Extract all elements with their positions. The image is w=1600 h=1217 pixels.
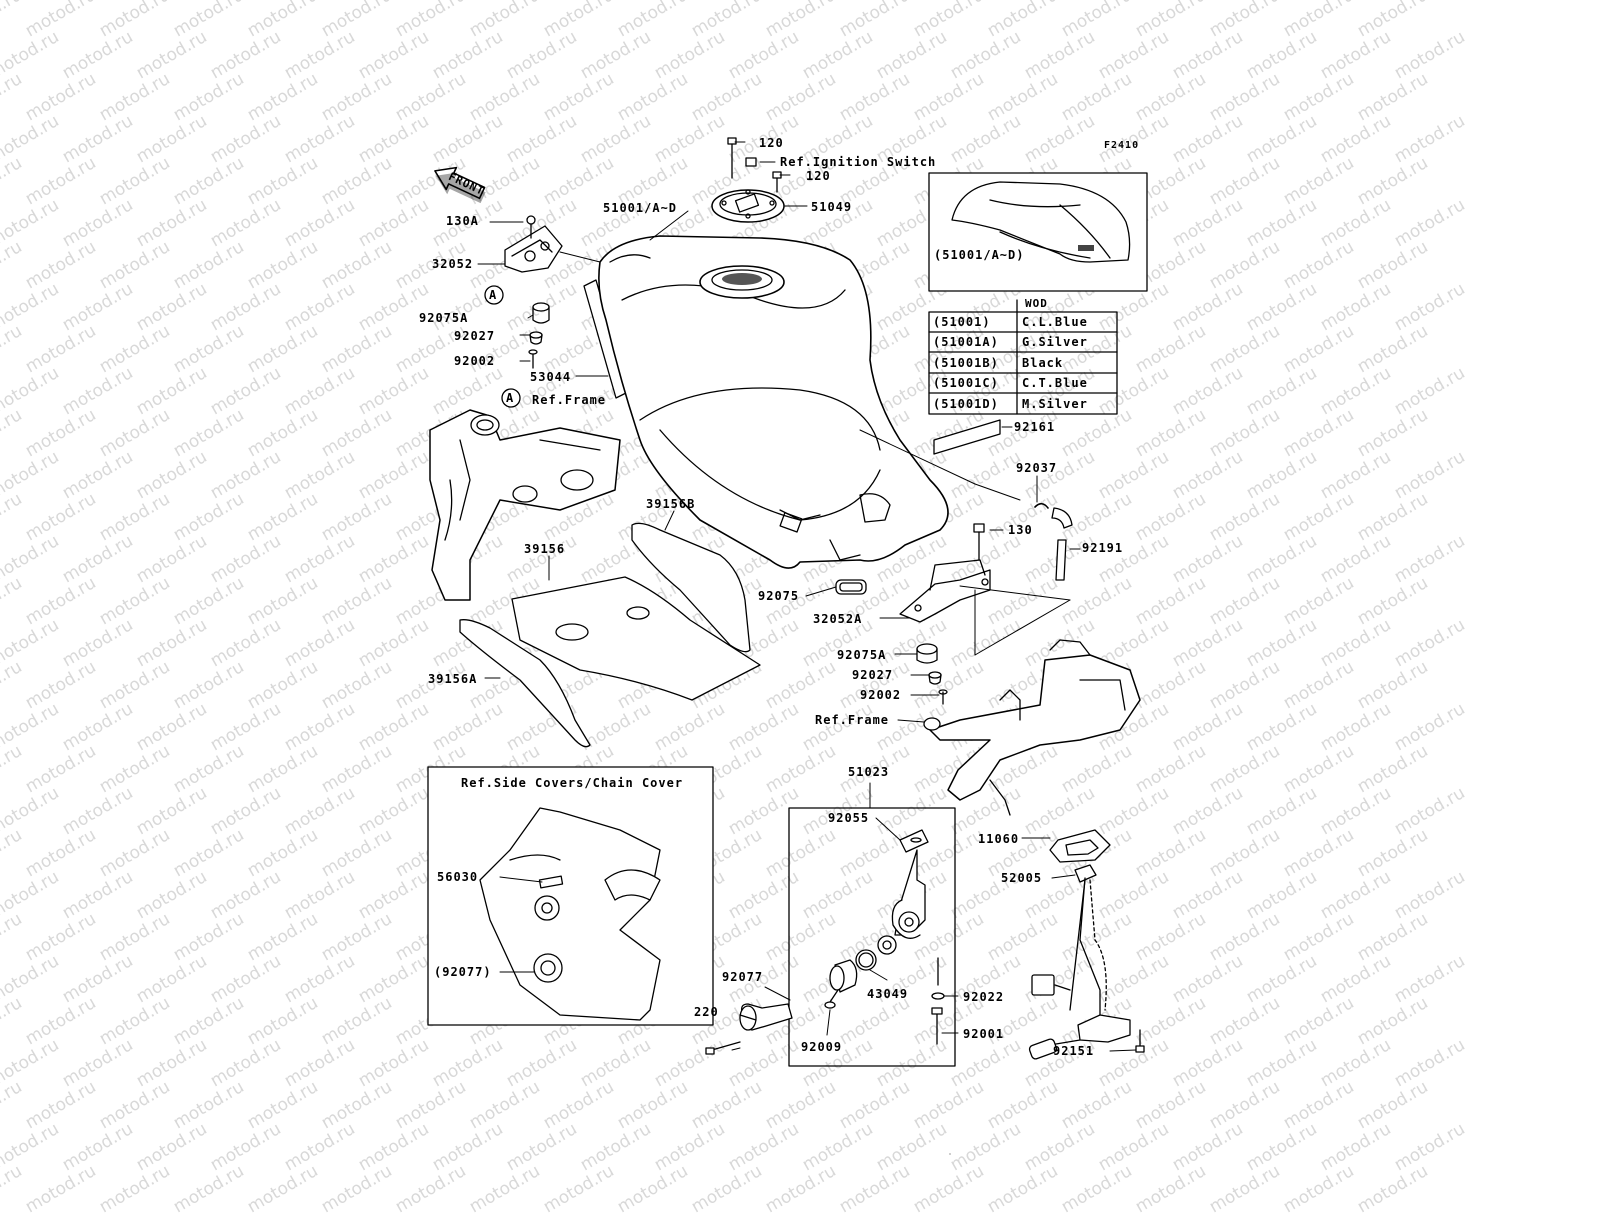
callout-130: 130 [1008, 523, 1033, 537]
side-cover-shape [479, 807, 661, 1021]
color-table-code: (51001B) [933, 355, 999, 370]
frame-top-shape [429, 409, 621, 601]
callout-51049: 51049 [811, 200, 853, 214]
callout-92077-paren: (92077) [434, 965, 492, 979]
callout-92055: 92055 [828, 811, 870, 825]
callout-ref-frame-bottom: Ref.Frame [815, 713, 890, 727]
leader-lines [559, 251, 1071, 656]
front-arrow-icon [434, 166, 486, 204]
bracket-32052-shape [504, 215, 563, 273]
callout-120-top: 120 [759, 136, 784, 150]
callout-11060: 11060 [978, 832, 1020, 846]
color-table-header: WOD [1025, 297, 1048, 310]
pad-39156A-shape [459, 619, 591, 748]
callout-ref-frame-top: Ref.Frame [532, 393, 607, 407]
pad-39156B-shape [631, 522, 751, 653]
color-table-code: (51001) [933, 315, 991, 329]
damper-stack-top [528, 302, 550, 369]
callout-92191: 92191 [1082, 541, 1124, 555]
callout-51023: 51023 [848, 765, 890, 779]
callout-92075A: 92075A [419, 311, 469, 325]
callout-43049: 43049 [867, 987, 909, 1001]
callout-39156B: 39156B [646, 497, 696, 511]
color-table-code: (51001C) [933, 376, 999, 391]
color-table-code: (51001A) [933, 335, 999, 350]
inset-caption: (51001/A~D) [934, 248, 1025, 262]
circle-a-marker [501, 388, 521, 408]
screw-120-shapes [727, 137, 782, 193]
callout-circle-a2: A [506, 391, 515, 405]
callout-92027: 92027 [454, 329, 496, 343]
damper-92075-shape [835, 579, 867, 595]
callout-52005: 52005 [1001, 871, 1043, 885]
callout-92161: 92161 [1014, 420, 1056, 434]
callout-ignition-ref: Ref.Ignition Switch [780, 155, 937, 169]
callout-56030: 56030 [437, 870, 479, 884]
callout-39156: 39156 [524, 542, 566, 556]
callout-92077: 92077 [722, 970, 764, 984]
pad-92161-shape [933, 419, 1001, 455]
callout-92009: 92009 [801, 1040, 843, 1054]
fuel-valve-shape [824, 829, 945, 1045]
callout-leaders [477, 141, 1137, 1155]
valve-group-box [788, 807, 956, 1067]
callout-tank: 51001/A~D [603, 201, 678, 215]
fuel-gauge-52005-shape [1028, 864, 1145, 1060]
callout-92022: 92022 [963, 990, 1005, 1004]
pad-39156-shape [511, 576, 761, 701]
callout-120-mid: 120 [806, 169, 831, 183]
color-table-color: M.Silver [1022, 396, 1088, 411]
callout-53044: 53044 [530, 370, 572, 384]
callout-92151: 92151 [1053, 1044, 1095, 1058]
fuel-tank-shape [598, 235, 949, 569]
callout-32052A: 32052A [813, 612, 863, 626]
color-table-color: G.Silver [1022, 335, 1088, 350]
callout-220: 220 [694, 1005, 719, 1019]
callout-92037: 92037 [1016, 461, 1058, 475]
callout-92002-b: 92002 [860, 688, 902, 702]
callout-92075: 92075 [758, 589, 800, 603]
circle-a-marker [484, 285, 504, 305]
damper-stack-right [916, 643, 948, 705]
callout-130A: 130A [446, 214, 479, 228]
color-table-color: C.T.Blue [1022, 376, 1088, 391]
frame-bottom-shape [923, 639, 1141, 816]
cap-plate-51049-shape [711, 189, 785, 223]
inset-tank-shape [951, 181, 1131, 263]
hose-92191-shape [1034, 502, 1073, 581]
callout-32052: 32052 [432, 257, 474, 271]
callout-ref-side-covers: Ref.Side Covers/Chain Cover [461, 776, 684, 790]
color-table-code: (51001D) [933, 396, 999, 411]
callout-92002: 92002 [454, 354, 496, 368]
diagram-id: F2410 [1104, 140, 1140, 151]
color-table-color: C.L.Blue [1022, 315, 1088, 329]
callout-92075A-b: 92075A [837, 648, 887, 662]
color-table-grid [928, 299, 1118, 415]
callout-92027-b: 92027 [852, 668, 894, 682]
callout-39156A: 39156A [428, 672, 478, 686]
knob-92077-shape [705, 1003, 793, 1055]
color-table-color: Black [1022, 355, 1064, 370]
callout-circle-a1: A [489, 288, 498, 302]
gasket-11060-shape [1049, 829, 1111, 863]
callout-92001: 92001 [963, 1027, 1005, 1041]
